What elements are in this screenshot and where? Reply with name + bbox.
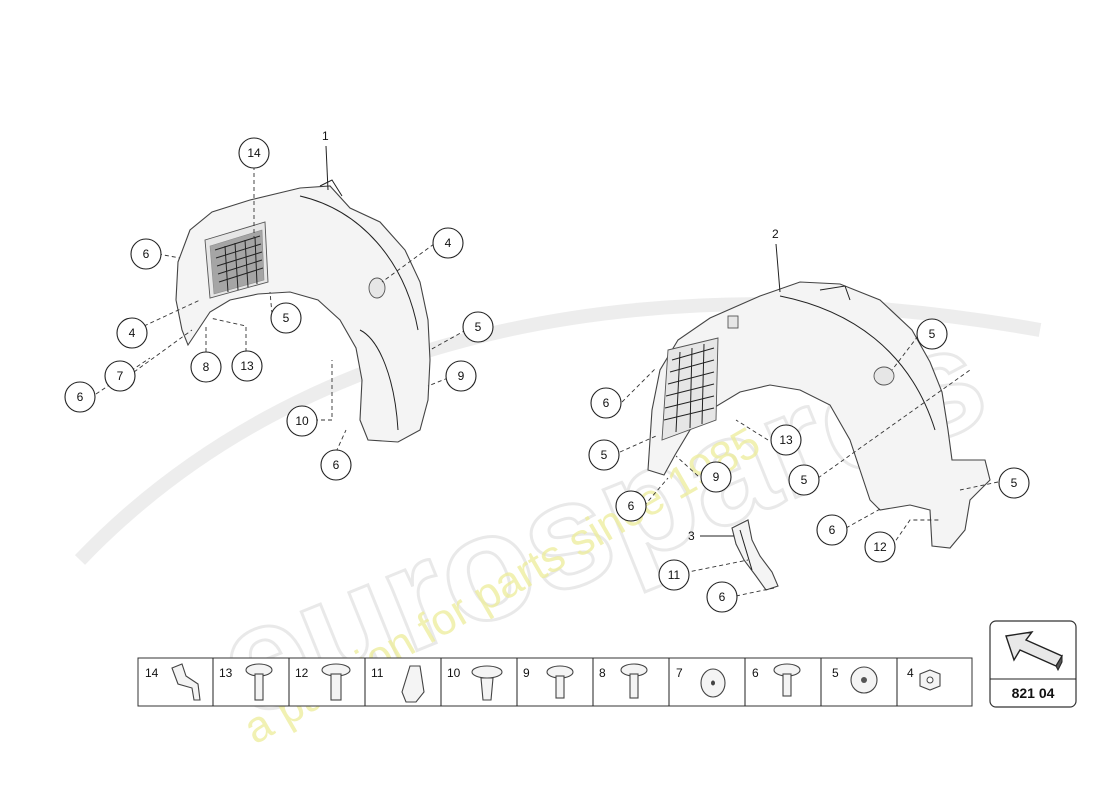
part-label-1: 1 [322,129,329,143]
strip-item-14[interactable]: 14 [145,663,201,701]
callout-13[interactable]: 13 [770,424,802,456]
callout-5[interactable]: 5 [788,464,820,496]
strip-item-11[interactable]: 11 [371,665,425,703]
callout-14[interactable]: 14 [238,137,270,169]
callout-13[interactable]: 13 [231,350,263,382]
callout-6[interactable]: 6 [130,238,162,270]
parts-strip: 14 13 12 11 10 9 [137,657,973,707]
svg-text:4: 4 [129,326,136,340]
callout-6[interactable]: 6 [590,387,622,419]
callout-7[interactable]: 7 [104,360,136,392]
svg-text:12: 12 [873,540,887,554]
svg-text:5: 5 [283,311,290,325]
svg-text:11: 11 [371,666,384,680]
callout-5[interactable]: 5 [916,318,948,350]
svg-text:7: 7 [117,369,124,383]
callout-9[interactable]: 9 [700,461,732,493]
svg-text:4: 4 [907,666,914,680]
svg-text:12: 12 [295,666,309,680]
svg-text:13: 13 [219,666,233,680]
svg-text:6: 6 [719,590,726,604]
callout-5[interactable]: 5 [270,302,302,334]
callout-8[interactable]: 8 [190,351,222,383]
part-label-2: 2 [772,227,779,241]
leader-lines [95,166,999,597]
strip-item-10[interactable]: 10 [447,665,503,701]
svg-text:6: 6 [628,499,635,513]
svg-text:5: 5 [1011,476,1018,490]
svg-text:4: 4 [445,236,452,250]
svg-text:5: 5 [832,666,839,680]
strip-item-13[interactable]: 13 [219,663,273,701]
callout-10[interactable]: 10 [286,405,318,437]
callouts-right: 5 6 5 13 9 6 5 6 12 5 11 6 [588,318,1030,613]
callout-9[interactable]: 9 [445,360,477,392]
strip-item-6[interactable]: 6 [752,663,801,697]
callout-5[interactable]: 5 [462,311,494,343]
svg-text:14: 14 [247,146,261,160]
strip-item-4[interactable]: 4 [907,666,941,691]
wheel-arch-liner-rear[interactable] [647,281,991,549]
callout-11[interactable]: 11 [658,559,690,591]
callout-6[interactable]: 6 [816,514,848,546]
svg-text:7: 7 [676,666,683,680]
strip-item-5[interactable]: 5 [832,666,878,694]
callout-5[interactable]: 5 [588,439,620,471]
callout-12[interactable]: 12 [864,531,896,563]
callouts-left: 14 6 4 7 6 8 13 5 4 5 9 10 6 [64,137,494,481]
callout-6[interactable]: 6 [64,381,96,413]
wheel-arch-liner-front[interactable] [175,179,431,443]
svg-text:9: 9 [458,369,465,383]
strip-item-9[interactable]: 9 [523,665,574,699]
svg-text:8: 8 [203,360,210,374]
svg-text:6: 6 [603,396,610,410]
svg-text:14: 14 [145,666,159,680]
callout-6[interactable]: 6 [706,581,738,613]
svg-text:5: 5 [601,448,608,462]
svg-text:13: 13 [779,433,793,447]
callout-4[interactable]: 4 [432,227,464,259]
svg-text:9: 9 [523,666,530,680]
svg-text:9: 9 [713,470,720,484]
callout-6[interactable]: 6 [320,449,352,481]
svg-text:6: 6 [77,390,84,404]
svg-text:5: 5 [475,320,482,334]
svg-text:6: 6 [752,666,759,680]
svg-text:10: 10 [447,666,461,680]
svg-text:5: 5 [801,473,808,487]
callout-5[interactable]: 5 [998,467,1030,499]
strip-item-8[interactable]: 8 [599,663,648,699]
diagram-reference: 821 04 [989,620,1077,708]
svg-text:6: 6 [143,247,150,261]
part-label-3: 3 [688,529,695,543]
svg-text:6: 6 [829,523,836,537]
svg-text:6: 6 [333,458,340,472]
svg-text:5: 5 [929,327,936,341]
bracket-part-3[interactable] [731,519,779,591]
svg-text:10: 10 [295,414,309,428]
svg-text:8: 8 [599,666,606,680]
callout-4[interactable]: 4 [116,317,148,349]
arrow-up-left-icon [1005,631,1064,672]
diagram-code: 821 04 [1012,685,1055,701]
callout-6[interactable]: 6 [615,490,647,522]
svg-text:13: 13 [240,359,254,373]
strip-item-12[interactable]: 12 [295,663,351,701]
svg-text:11: 11 [668,568,681,582]
strip-item-7[interactable]: 7 [676,666,726,698]
